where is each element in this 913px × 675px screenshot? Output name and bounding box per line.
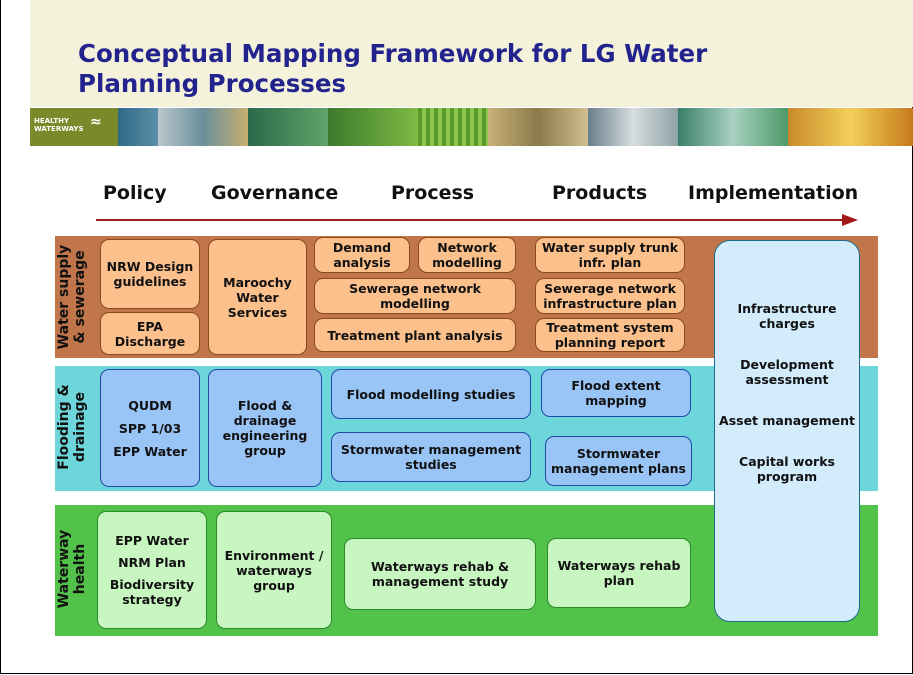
box-flood-extent-mapping: Flood extent mapping: [541, 369, 691, 417]
column-header-process: Process: [391, 182, 475, 204]
box-waterways-rehab-plan: Waterways rehab plan: [547, 538, 691, 608]
box-waterway-policy: EPP Water NRM Plan Biodiversity strategy: [97, 511, 207, 629]
box-stormwater-management-studies: Stormwater management studies: [331, 432, 531, 482]
impl-development-assessment: Development assessment: [740, 357, 834, 387]
impl-asset-management: Asset management: [719, 413, 855, 428]
policy-epp-water: EPP Water: [113, 443, 187, 459]
title-band: [30, 0, 913, 107]
column-header-governance: Governance: [211, 182, 339, 204]
box-flood-policy: QUDM SPP 1/03 EPP Water: [100, 369, 200, 487]
policy-biodiversity-strategy: Biodiversity strategy: [109, 577, 195, 607]
box-waterways-rehab-management-study: Waterways rehab & management study: [344, 538, 536, 610]
box-sewerage-network-modelling: Sewerage network modelling: [314, 278, 516, 314]
box-treatment-system-report: Treatment system planning report: [535, 318, 685, 352]
box-maroochy-water-services: Maroochy Water Services: [208, 239, 307, 355]
policy-qudm: QUDM: [128, 397, 172, 413]
box-sewerage-infrastructure-plan: Sewerage network infrastructure plan: [535, 278, 685, 314]
box-treatment-plant-analysis: Treatment plant analysis: [314, 318, 516, 352]
box-environment-waterways-group: Environment / waterways group: [216, 511, 332, 629]
box-epa-discharge: EPA Discharge: [100, 312, 200, 355]
row-label-water-supply: Water supply& sewerage: [56, 244, 88, 350]
box-stormwater-management-plans: Stormwater management plans: [545, 436, 692, 486]
impl-capital-works-program: Capital works program: [739, 454, 835, 484]
box-water-supply-trunk-plan: Water supply trunk infr. plan: [535, 237, 685, 273]
timeline-arrow: [96, 214, 858, 226]
policy-epp-water-2: EPP Water: [115, 533, 189, 548]
photo-strip: [30, 108, 913, 146]
box-network-modelling: Network modelling: [418, 237, 516, 273]
column-header-policy: Policy: [103, 182, 167, 204]
page-title: Conceptual Mapping Framework for LG Wate…: [78, 39, 708, 98]
column-header-products: Products: [552, 182, 648, 204]
row-label-flooding: Flooding &drainage: [56, 384, 88, 470]
box-implementation: Infrastructure charges Development asses…: [714, 240, 860, 622]
policy-nrm-plan: NRM Plan: [118, 555, 186, 570]
box-flood-drainage-engineering-group: Flood & drainage engineering group: [208, 369, 322, 487]
box-demand-analysis: Demand analysis: [314, 237, 410, 273]
box-flood-modelling-studies: Flood modelling studies: [331, 369, 531, 419]
impl-infrastructure-charges: Infrastructure charges: [737, 301, 837, 331]
column-header-implementation: Implementation: [688, 182, 859, 204]
policy-spp: SPP 1/03: [118, 420, 182, 436]
wave-icon: ≈: [90, 114, 102, 130]
box-nrw-design-guidelines: NRW Design guidelines: [100, 239, 200, 309]
